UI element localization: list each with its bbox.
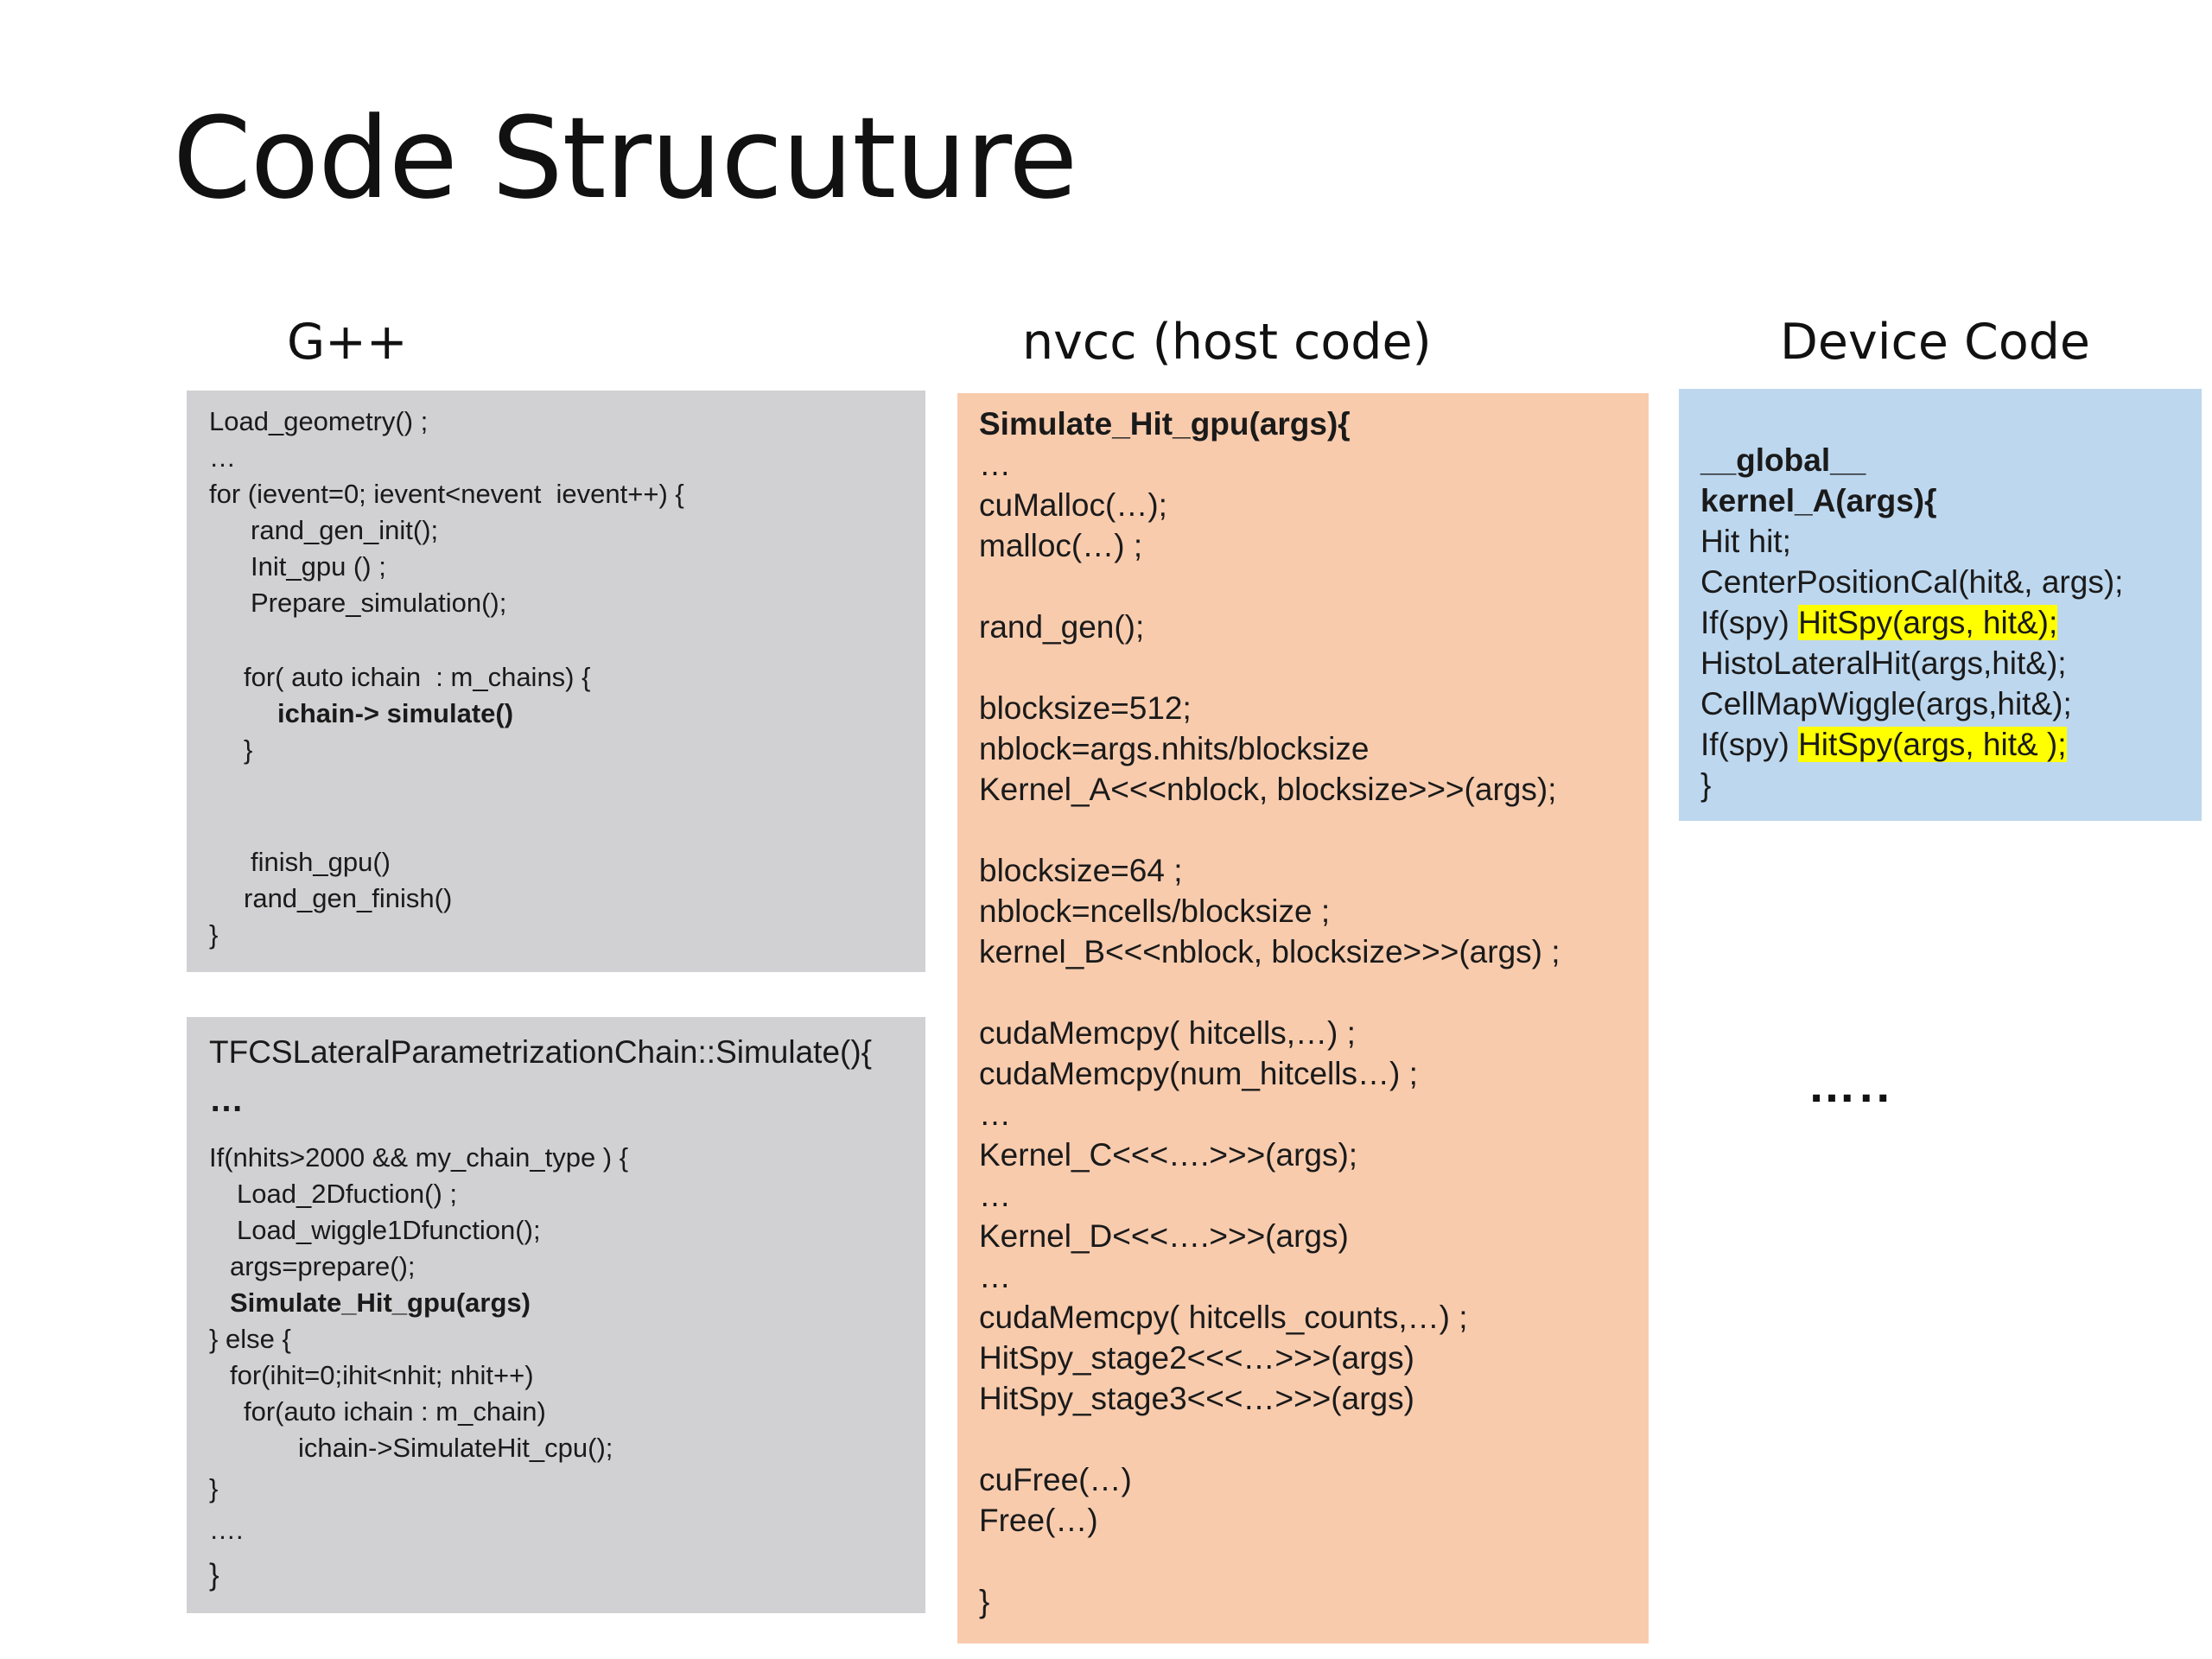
code-line: } (979, 1584, 990, 1619)
code-line: Kernel_D<<<….>>>(args) (979, 1218, 1349, 1254)
code-line: HistoLateralHit(args,hit&); (1700, 645, 2067, 681)
code-line: blocksize=64 ; (979, 853, 1183, 888)
highlighted-code: HitSpy(args, hit& ); (1798, 727, 2067, 762)
more-kernels-ellipsis: ….. (1808, 1058, 1894, 1112)
code-line: … (979, 1096, 1011, 1132)
code-line: Kernel_C<<<….>>>(args); (979, 1137, 1358, 1173)
code-line: Load_geometry() ; (209, 406, 429, 436)
code-line: for(ihit=0;ihit<nhit; nhit++) (230, 1360, 534, 1390)
host-code-box: Simulate_Hit_gpu(args){ … cuMalloc(…); m… (957, 393, 1649, 1643)
code-line: CenterPositionCal(hit&, args); (1700, 564, 2124, 600)
code-prefix: If(spy) (1700, 727, 1799, 762)
main-loop-code-box: Load_geometry() ; … for (ievent=0; ieven… (187, 391, 925, 972)
code-line: kernel_B<<<nblock, blocksize>>>(args) ; (979, 934, 1560, 969)
code-line: blocksize=512; (979, 690, 1192, 726)
code-line: Kernel_A<<<nblock, blocksize>>>(args); (979, 772, 1557, 807)
code-line: cudaMemcpy( hitcells,…) ; (979, 1015, 1356, 1051)
code-line: } (209, 919, 219, 950)
code-line-bold: Simulate_Hit_gpu(args) (230, 1287, 531, 1318)
highlighted-code: HitSpy(args, hit&); (1798, 605, 2058, 640)
code-line: args=prepare(); (230, 1251, 416, 1281)
code-line: … (209, 1081, 244, 1119)
code-line: Init_gpu () ; (251, 551, 386, 582)
code-line: Free(…) (979, 1503, 1098, 1538)
code-line: } (244, 734, 253, 765)
code-line-bold: kernel_A(args){ (1700, 483, 1937, 518)
device-code-box: __global__ kernel_A(args){ Hit hit; Cent… (1679, 389, 2202, 821)
code-prefix: If(spy) (1700, 605, 1799, 640)
code-line: ichain->SimulateHit_cpu(); (298, 1433, 613, 1463)
column-heading-gpp: G++ (287, 314, 408, 371)
code-line-bold: __global__ (1700, 442, 1866, 478)
code-line: CellMapWiggle(args,hit&); (1700, 686, 2072, 721)
code-line: nblock=args.nhits/blocksize (979, 731, 1370, 766)
column-heading-nvcc: nvcc (host code) (1022, 314, 1432, 371)
code-line: rand_gen(); (979, 609, 1145, 645)
code-line: Prepare_simulation(); (251, 588, 507, 618)
code-line: for(auto ichain : m_chain) (244, 1396, 546, 1427)
code-line: cudaMemcpy(num_hitcells…) ; (979, 1056, 1418, 1091)
code-line: } else { (209, 1324, 291, 1354)
code-line: for (ievent=0; ievent<nevent ievent++) { (209, 479, 684, 509)
code-line: … (209, 442, 236, 473)
code-line: } (209, 1473, 219, 1503)
code-line: …. (209, 1515, 244, 1545)
code-line: If(spy) HitSpy(args, hit&); (1700, 605, 2058, 640)
code-line: If(nhits>2000 && my_chain_type ) { (209, 1142, 629, 1173)
code-line: finish_gpu() (251, 847, 391, 877)
code-line: malloc(…) ; (979, 528, 1143, 563)
code-line: cuMalloc(…); (979, 487, 1167, 523)
code-line: Load_wiggle1Dfunction(); (237, 1215, 541, 1245)
code-line: nblock=ncells/blocksize ; (979, 893, 1331, 929)
code-line: HitSpy_stage3<<<…>>>(args) (979, 1381, 1414, 1416)
code-line: HitSpy_stage2<<<…>>>(args) (979, 1340, 1414, 1376)
column-heading-device: Device Code (1780, 314, 2090, 371)
code-line: rand_gen_finish() (244, 883, 453, 913)
code-line: … (979, 1178, 1011, 1213)
code-line: } (1700, 767, 1712, 803)
code-line-bold: ichain-> simulate() (277, 698, 514, 728)
code-line: for( auto ichain : m_chains) { (244, 662, 591, 692)
code-line: cudaMemcpy( hitcells_counts,…) ; (979, 1300, 1468, 1335)
code-line: rand_gen_init(); (251, 515, 439, 545)
code-line: Load_2Dfuction() ; (237, 1179, 458, 1209)
code-line: … (979, 447, 1011, 482)
code-line: cuFree(…) (979, 1462, 1132, 1497)
page-title: Code Strucuture (173, 92, 1077, 224)
code-line: Hit hit; (1700, 524, 1791, 559)
code-line-bold: Simulate_Hit_gpu(args){ (979, 406, 1351, 442)
code-line: TFCSLateralParametrizationChain::Simulat… (209, 1034, 873, 1070)
code-line: … (979, 1259, 1011, 1294)
chain-simulate-code-box: TFCSLateralParametrizationChain::Simulat… (187, 1017, 925, 1613)
code-line: If(spy) HitSpy(args, hit& ); (1700, 727, 2067, 762)
code-line: } (209, 1558, 219, 1592)
